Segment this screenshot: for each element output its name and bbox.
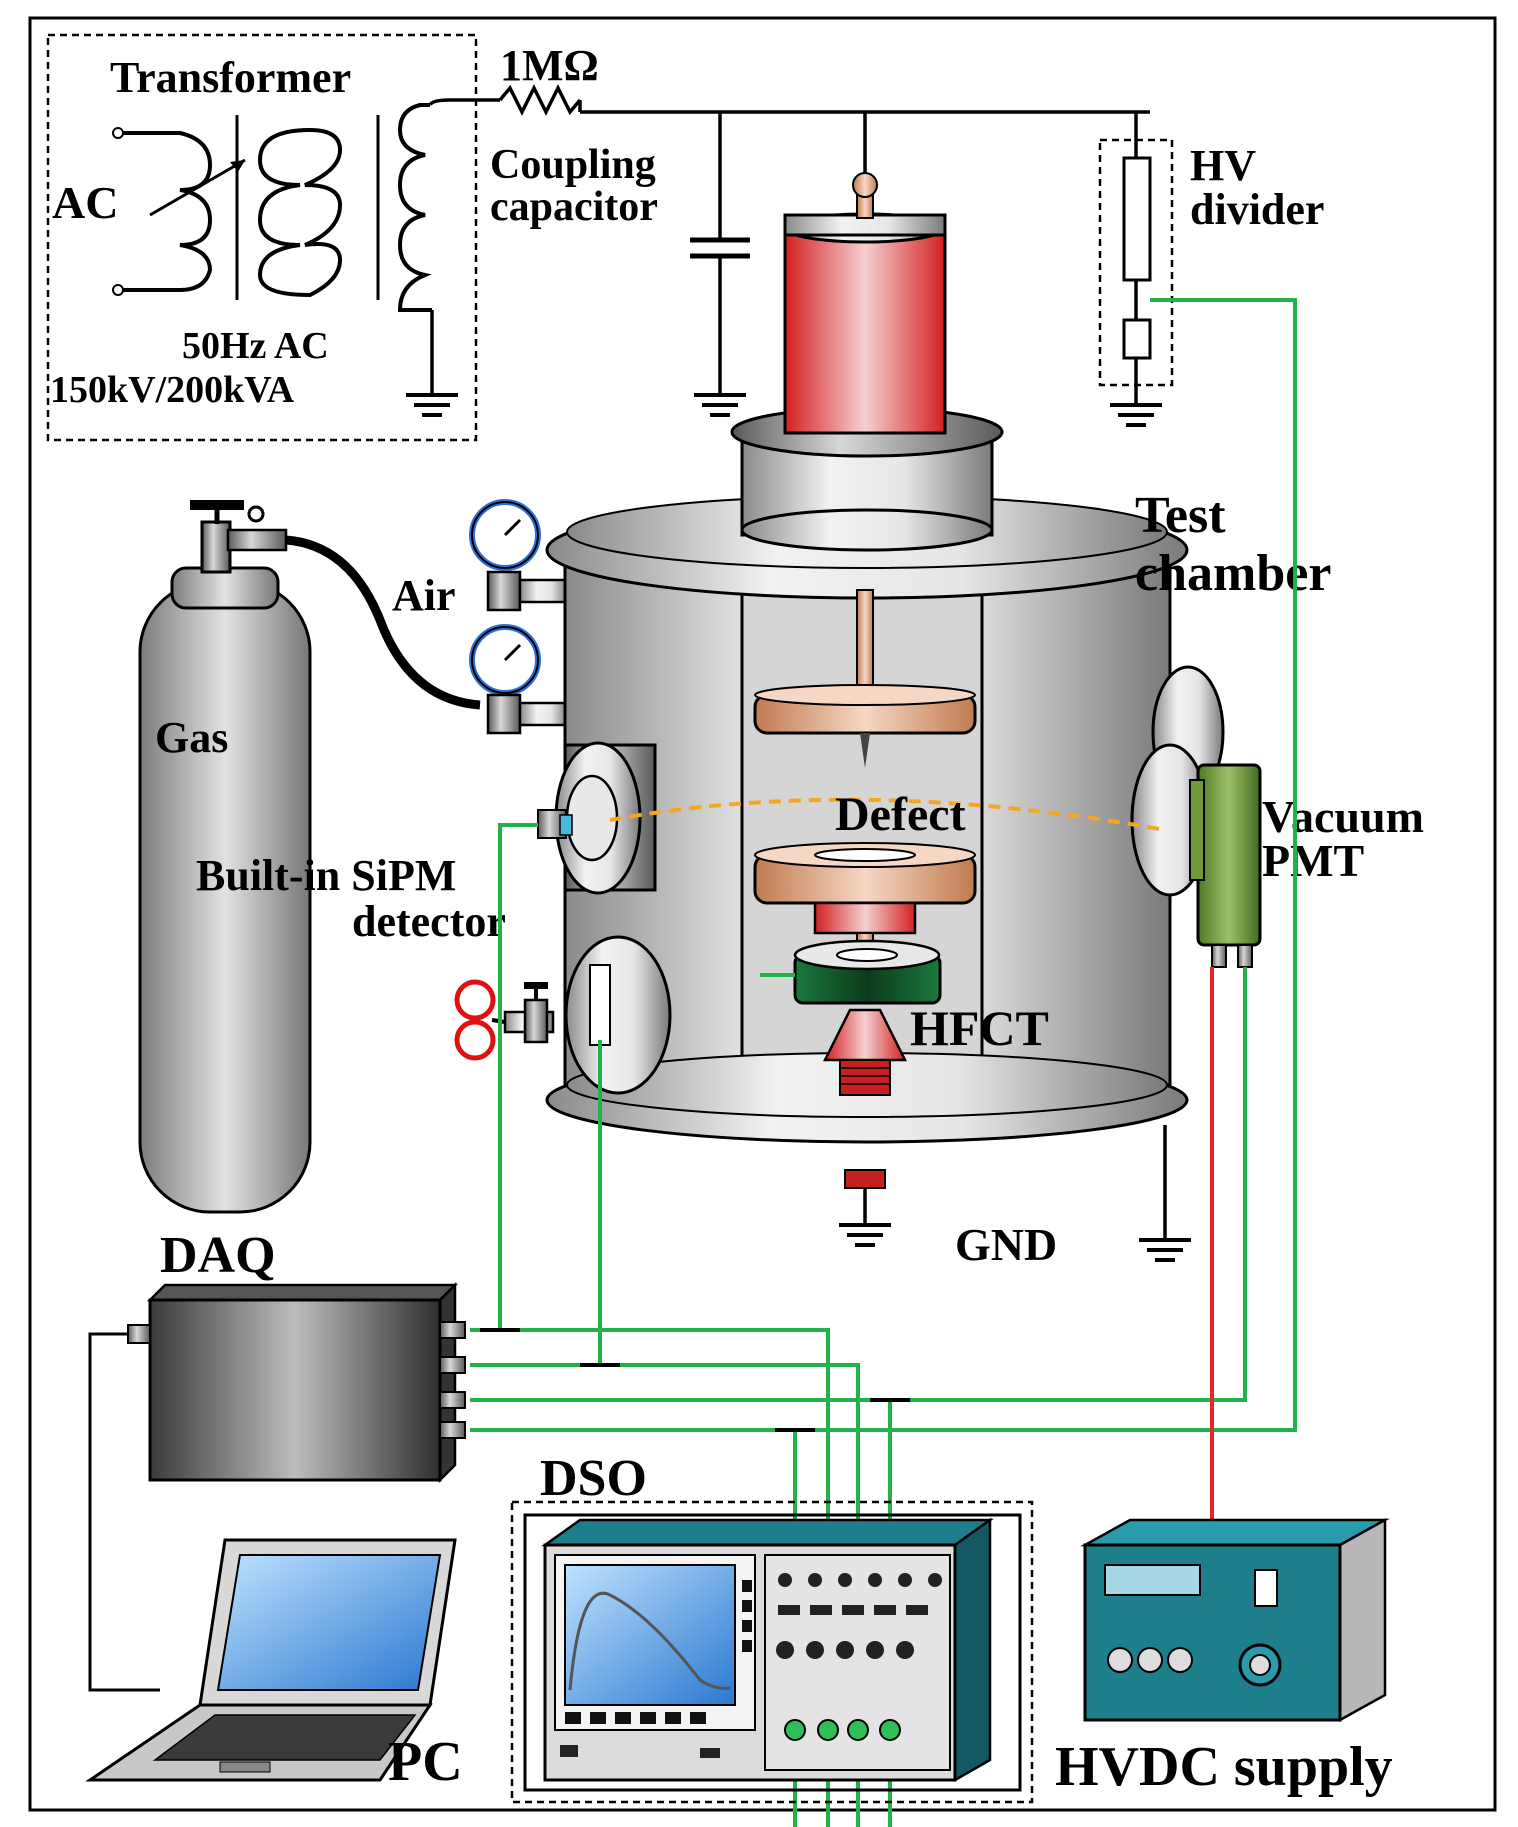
ground-post [822, 1008, 908, 1062]
gas-valve-handle [190, 500, 244, 510]
hv-divider-label-line2: divider [1190, 185, 1324, 234]
hvdc-display [1104, 1564, 1201, 1596]
dso-input-connectors [784, 1719, 901, 1741]
transformer-rating-line1: 50Hz AC [182, 325, 329, 367]
pmt-signal-cable [470, 967, 1247, 1402]
ac-terminal-top [112, 127, 124, 139]
test-chamber-group: Test chamber Defect Vacuum PMT Built-in … [196, 172, 1424, 1270]
air-label: Air [392, 571, 456, 620]
defect-label: Defect [835, 788, 966, 841]
cable-t-junctions [480, 1328, 910, 1432]
transformer-label: Transformer [110, 53, 351, 102]
middle-coil [257, 128, 343, 298]
dso-group: DSO [510, 1450, 1034, 1804]
pressure-gauges-group: Air [392, 499, 583, 735]
transformer-dashed-box [46, 33, 478, 442]
hvdc-power-switch [1254, 1569, 1278, 1607]
ground-symbol-icon [1139, 1238, 1191, 1262]
dso-screen [564, 1564, 736, 1706]
defect-needle [860, 733, 870, 768]
laptop-icon: PC [85, 1538, 463, 1793]
variable-arrow [149, 158, 246, 217]
hv-divider-label-line1: HV [1190, 141, 1256, 190]
ground-symbol-icon [406, 393, 458, 417]
hv-bushing [783, 226, 947, 435]
dso-label: DSO [540, 1450, 647, 1507]
laptop-screen [216, 1554, 442, 1691]
ground-symbol-icon [694, 393, 746, 417]
hvdc-supply-group: HVDC supply [1055, 1517, 1393, 1798]
lower-port [564, 935, 672, 1095]
daq-label: DAQ [160, 1227, 276, 1284]
lower-insulator [813, 901, 917, 935]
vacuum-pmt [1196, 763, 1262, 947]
coupling-label-line1: Coupling [490, 142, 656, 188]
gas-valve-stem [200, 520, 232, 574]
ac-terminal-bottom [112, 284, 124, 296]
transformer-group: Transformer AC 50Hz AC 150kV/200kVA [46, 33, 478, 442]
gas-cylinder-group: Gas [138, 500, 481, 1214]
pmt-label: PMT [1262, 835, 1364, 886]
red-valve-handle-icon [454, 979, 506, 1061]
ground-symbol-icon [839, 1223, 891, 1247]
dso-dashed-box [510, 1500, 1034, 1804]
daq-group: DAQ [88, 1227, 466, 1692]
gas-label: Gas [155, 713, 228, 762]
dso-buttons [565, 1580, 752, 1724]
light-path [609, 797, 1166, 832]
vent-valve [523, 998, 549, 1044]
dso-waveform [568, 1591, 731, 1691]
daq-unit [148, 1298, 442, 1482]
secondary-coil [397, 103, 432, 312]
gas-cylinder-neck [170, 566, 280, 610]
vacuum-label: Vacuum [1262, 791, 1424, 842]
test-chamber-label-line2: chamber [1135, 545, 1331, 602]
hv-wire-transformer [428, 98, 500, 106]
gas-outlet [226, 528, 288, 552]
gnd-label: GND [955, 1219, 1057, 1270]
divider-high-resistor [1122, 156, 1152, 282]
ground-symbol-icon [1110, 403, 1162, 427]
test-chamber-label-line1: Test [1135, 487, 1226, 544]
gas-hose [285, 535, 481, 710]
divider-low-resistor [1122, 318, 1152, 360]
primary-coil [123, 131, 213, 292]
hfct-label: HFCT [910, 1000, 1049, 1056]
hv-rod [856, 589, 874, 701]
divider-signal-cable [470, 298, 1297, 1432]
sipm-label-line2: detector [352, 897, 506, 946]
pc-label: PC [388, 1731, 463, 1793]
outer-frame [28, 16, 1497, 1812]
resistor-label: 1MΩ [500, 41, 599, 90]
hv-circuit-group: 1MΩ Coupling capacitor HV divider [428, 41, 1324, 427]
transformer-rating-line2: 150kV/200kVA [50, 369, 295, 411]
coupling-label-line2: capacitor [490, 184, 658, 230]
hvdc-label: HVDC supply [1055, 1736, 1393, 1798]
ac-label: AC [52, 177, 118, 228]
sipm-label-line1: Built-in SiPM [196, 851, 456, 900]
resistor-symbol-icon [498, 84, 582, 116]
bushing-terminal [852, 172, 878, 198]
pc-cable [88, 1332, 160, 1692]
